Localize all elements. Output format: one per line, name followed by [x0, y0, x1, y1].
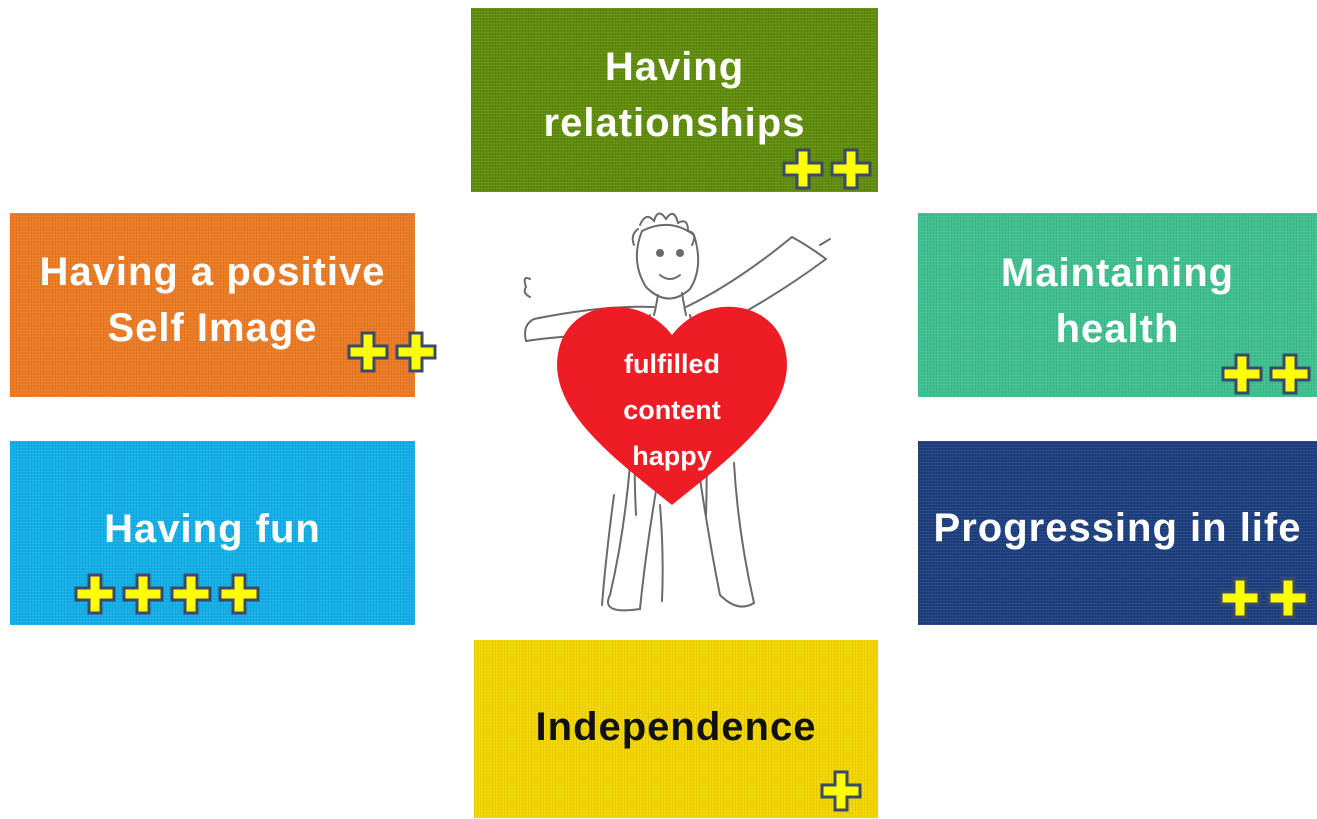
independence-label: Independence: [535, 705, 817, 749]
relationships-plus-rating: [782, 148, 872, 190]
plus-icon: [1267, 577, 1309, 619]
relationships-label: Having relationships: [543, 45, 806, 145]
independence-plus-rating: [820, 770, 862, 812]
progress-box: Progressing in life: [918, 441, 1317, 625]
independence-box: Independence: [474, 640, 878, 818]
plus-icon: [122, 573, 164, 615]
plus-icon: [170, 573, 212, 615]
health-plus-rating: [1221, 353, 1311, 395]
fun-box: Having fun: [10, 441, 415, 625]
self-image-box: Having a positive Self Image: [10, 213, 437, 397]
plus-icon: [1221, 353, 1263, 395]
fun-label: Having fun: [104, 507, 321, 551]
health-label: Maintaining health: [1000, 251, 1235, 351]
plus-icon: [218, 573, 260, 615]
plus-icon: [74, 573, 116, 615]
heart-word-1: fulfilled: [624, 349, 720, 379]
person-with-heart-illustration: fulfilled content happy: [523, 212, 831, 612]
heart-word-2: content: [623, 395, 721, 425]
plus-icon: [395, 331, 437, 373]
progress-plus-rating: [1219, 577, 1309, 619]
plus-icon: [1269, 353, 1311, 395]
plus-icon: [820, 770, 862, 812]
progress-label: Progressing in life: [933, 506, 1302, 550]
plus-icon: [1219, 577, 1261, 619]
fun-plus-rating: [74, 573, 260, 615]
self-image-plus-rating: [347, 331, 437, 373]
plus-icon: [347, 331, 389, 373]
plus-icon: [830, 148, 872, 190]
relationships-box: Having relationships: [471, 8, 878, 192]
heart-word-3: happy: [632, 441, 712, 471]
heart-shape: fulfilled content happy: [557, 306, 787, 505]
health-box: Maintaining health: [918, 213, 1317, 397]
plus-icon: [782, 148, 824, 190]
self-image-label: Having a positive Self Image: [39, 250, 386, 350]
